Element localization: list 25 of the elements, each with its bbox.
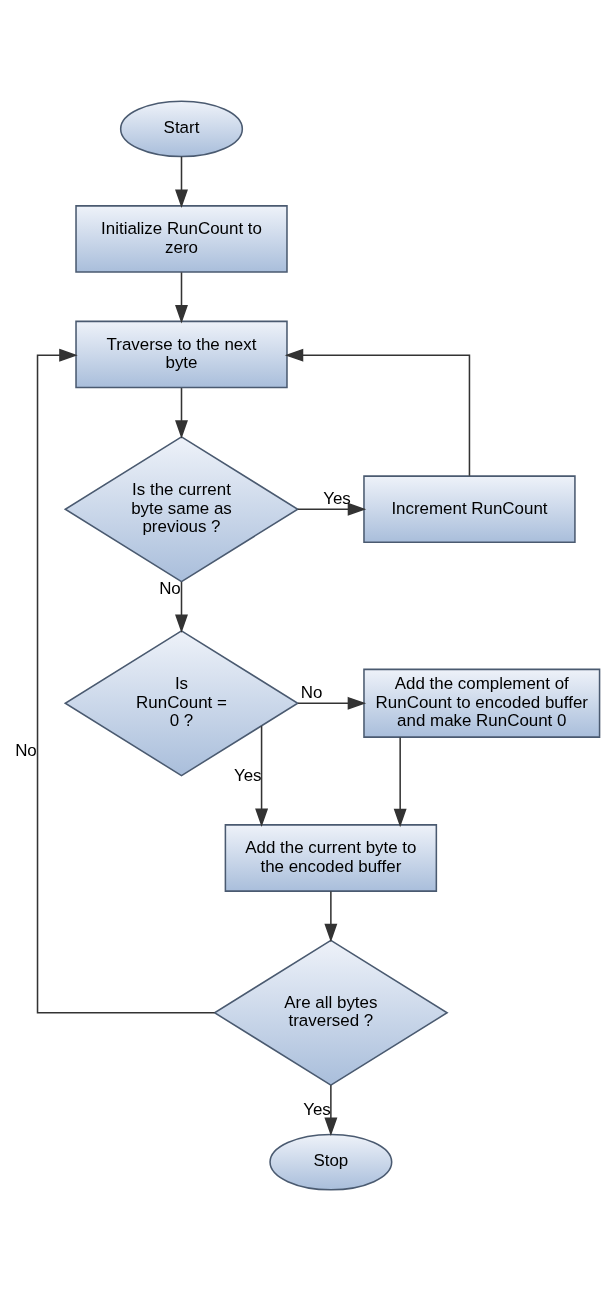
arrow <box>324 890 338 943</box>
node-box: Initialize RunCount to zero <box>75 205 288 273</box>
edge-label: Yes <box>303 1100 331 1120</box>
arrow <box>284 348 471 477</box>
arrow <box>175 581 188 634</box>
arrow <box>297 696 367 710</box>
arrow <box>36 348 216 1014</box>
node-diamond: Is the current byte same as previous ? <box>63 435 300 583</box>
arrow <box>175 387 188 439</box>
edge-label: Yes <box>323 489 351 509</box>
node-box: Increment RunCount <box>363 475 576 544</box>
node-box: Add the complement of RunCount to encoded buffer and make RunCount 0 <box>363 668 601 738</box>
arrow <box>255 725 269 828</box>
arrow <box>297 502 367 516</box>
node-box: Traverse to the next byte <box>75 320 288 389</box>
arrow <box>175 271 188 324</box>
arrow <box>175 155 188 209</box>
node-box: Add the current byte to the encoded buffer <box>224 824 438 892</box>
node-ellipse: Start <box>119 100 244 158</box>
arrow <box>393 736 407 828</box>
node-diamond: Are all bytes traversed ? <box>213 939 449 1087</box>
node-ellipse: Stop <box>269 1133 393 1191</box>
edge-label: No <box>15 741 37 761</box>
arrow <box>324 1084 338 1137</box>
edge-label: No <box>300 683 323 703</box>
